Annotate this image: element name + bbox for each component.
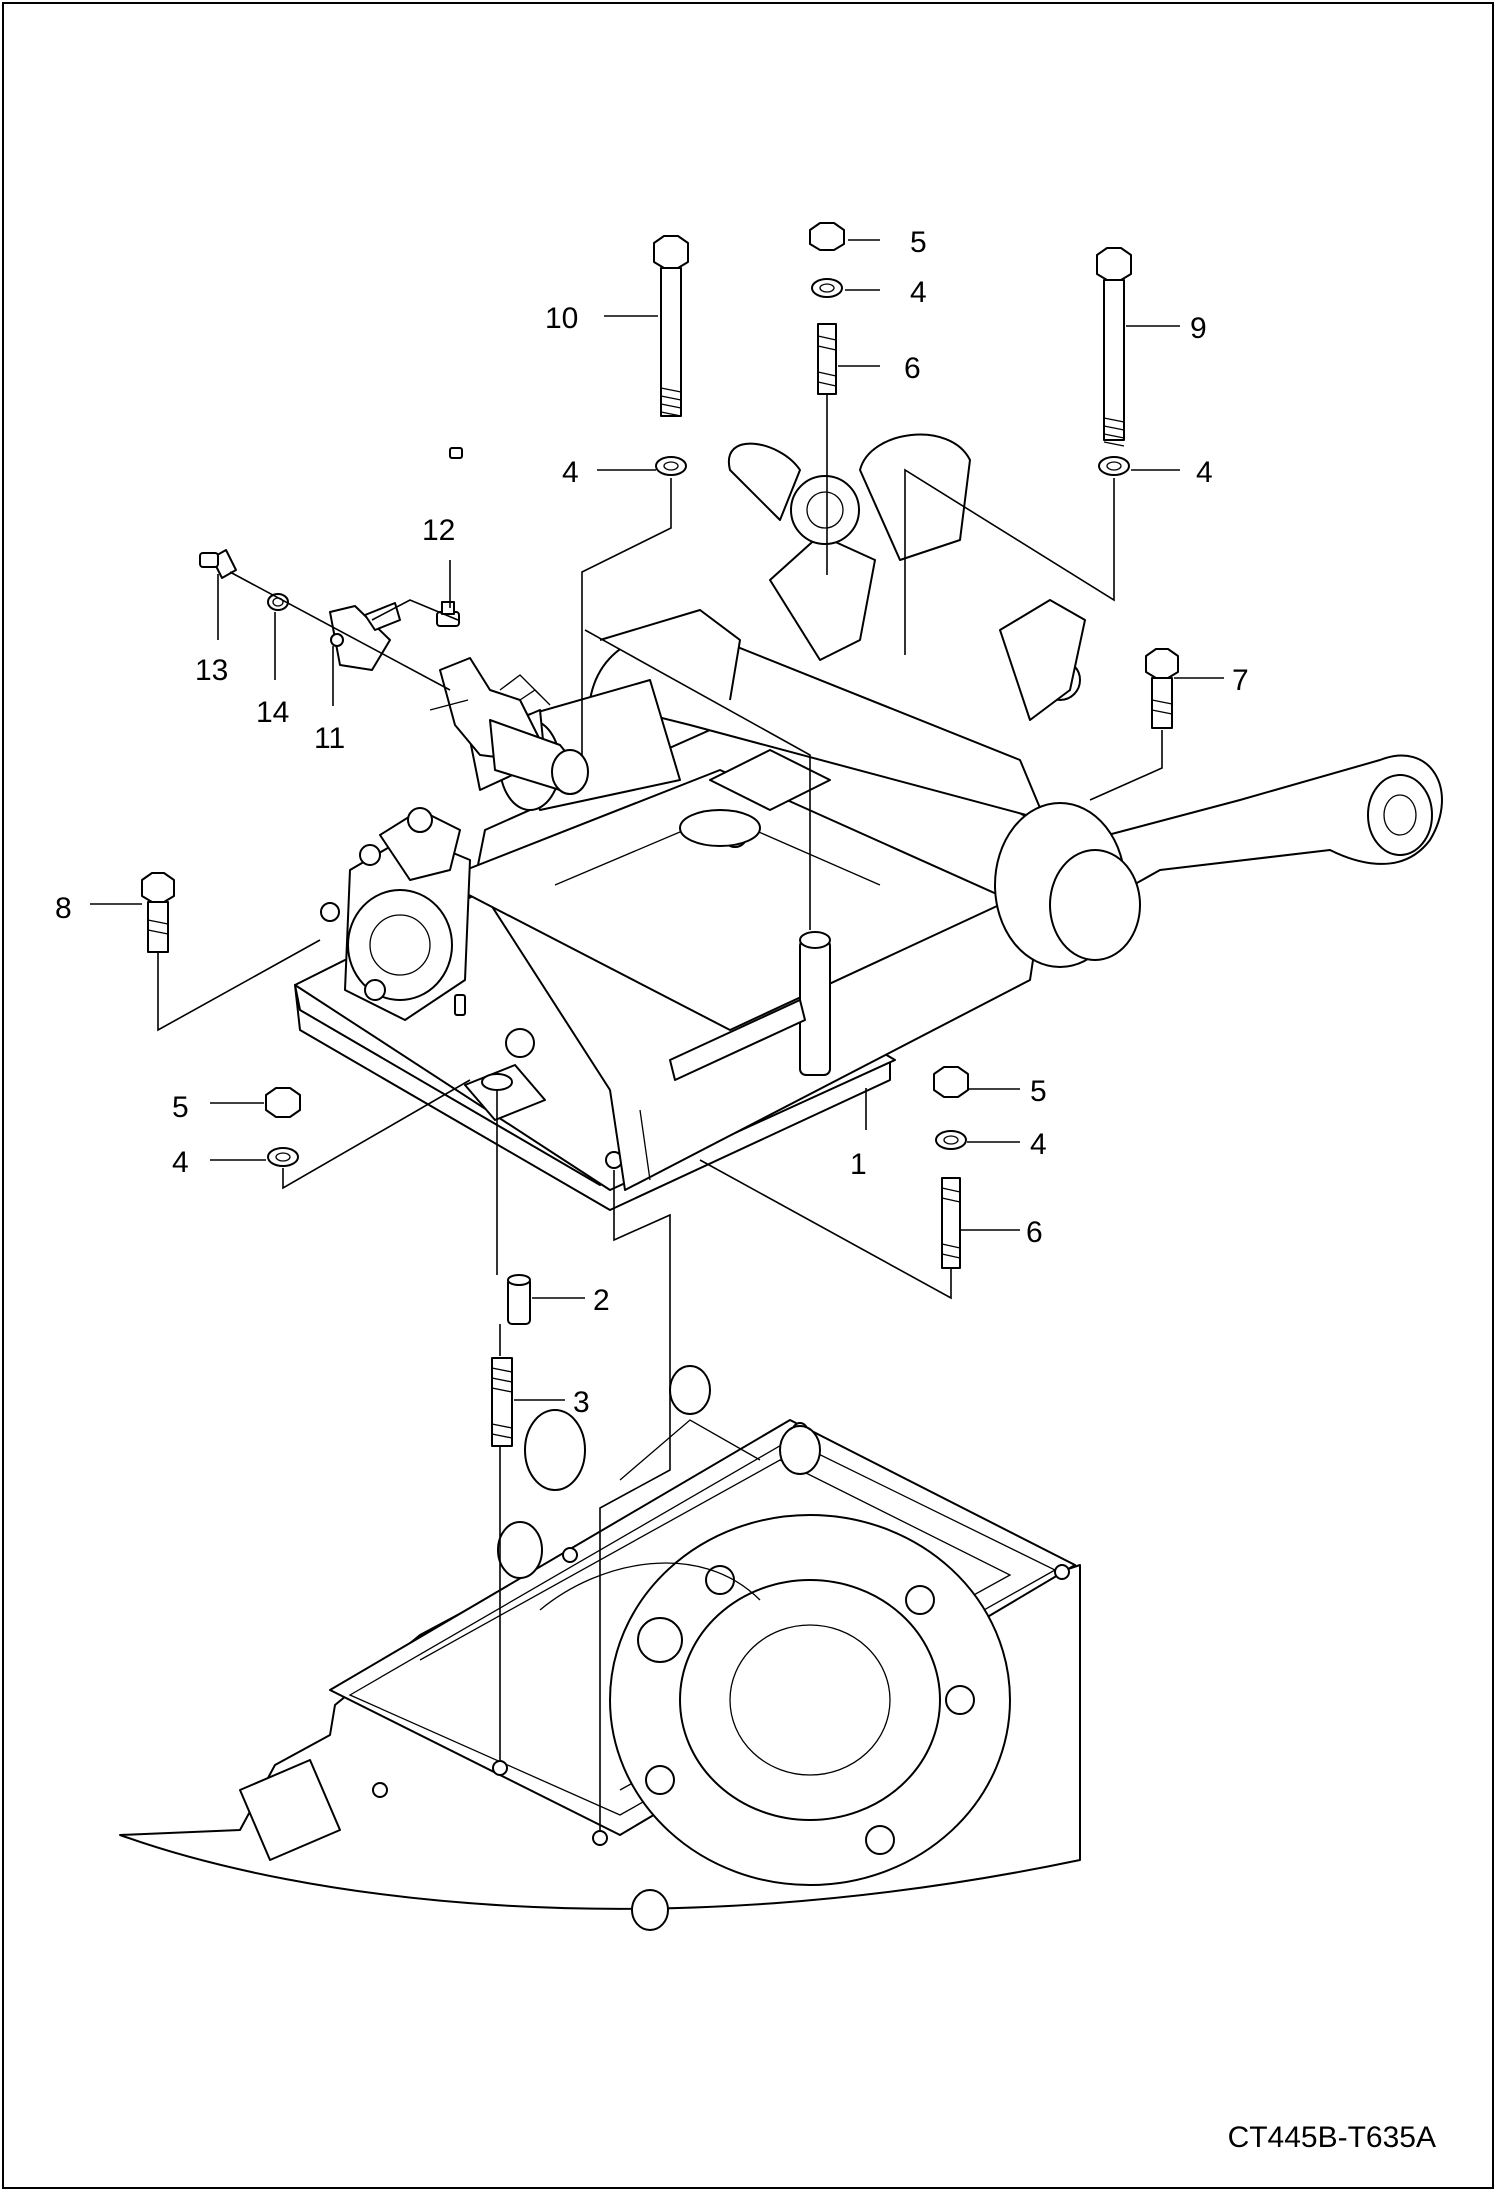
callout-6-right: 6 <box>1026 1216 1043 1249</box>
callout-5-right: 5 <box>1030 1075 1047 1108</box>
callout-11: 11 <box>314 722 345 755</box>
callout-13: 13 <box>195 654 228 687</box>
hitch-housing <box>294 433 1443 1211</box>
callout-4-upper-right: 4 <box>1196 456 1213 489</box>
assembly-lines <box>157 394 1163 1830</box>
callout-3: 3 <box>573 1386 590 1419</box>
leader-lines <box>90 239 1224 1401</box>
callout-12: 12 <box>422 514 455 547</box>
callout-9: 9 <box>1190 312 1207 345</box>
callout-14: 14 <box>256 696 289 729</box>
callout-10: 10 <box>545 302 578 335</box>
sensor-assembly <box>199 447 589 795</box>
callout-4-upper-left: 4 <box>562 456 579 489</box>
callout-6-top: 6 <box>904 352 921 385</box>
transmission-case <box>119 1365 1081 1931</box>
callout-5-top: 5 <box>910 226 927 259</box>
callout-2: 2 <box>593 1284 610 1317</box>
diagram-code: CT445B-T635A <box>1227 2121 1436 2154</box>
callout-4-left: 4 <box>172 1146 189 1179</box>
callout-labels: 10 4 5 4 6 9 4 7 12 13 14 11 8 5 4 1 5 4… <box>55 226 1249 1419</box>
callout-8: 8 <box>55 892 72 925</box>
fasteners <box>141 222 1179 1447</box>
callout-5-left: 5 <box>172 1091 189 1124</box>
callout-4-right: 4 <box>1030 1128 1047 1161</box>
callout-7: 7 <box>1232 664 1249 697</box>
callout-1: 1 <box>850 1148 867 1181</box>
callout-4-top: 4 <box>910 276 927 309</box>
